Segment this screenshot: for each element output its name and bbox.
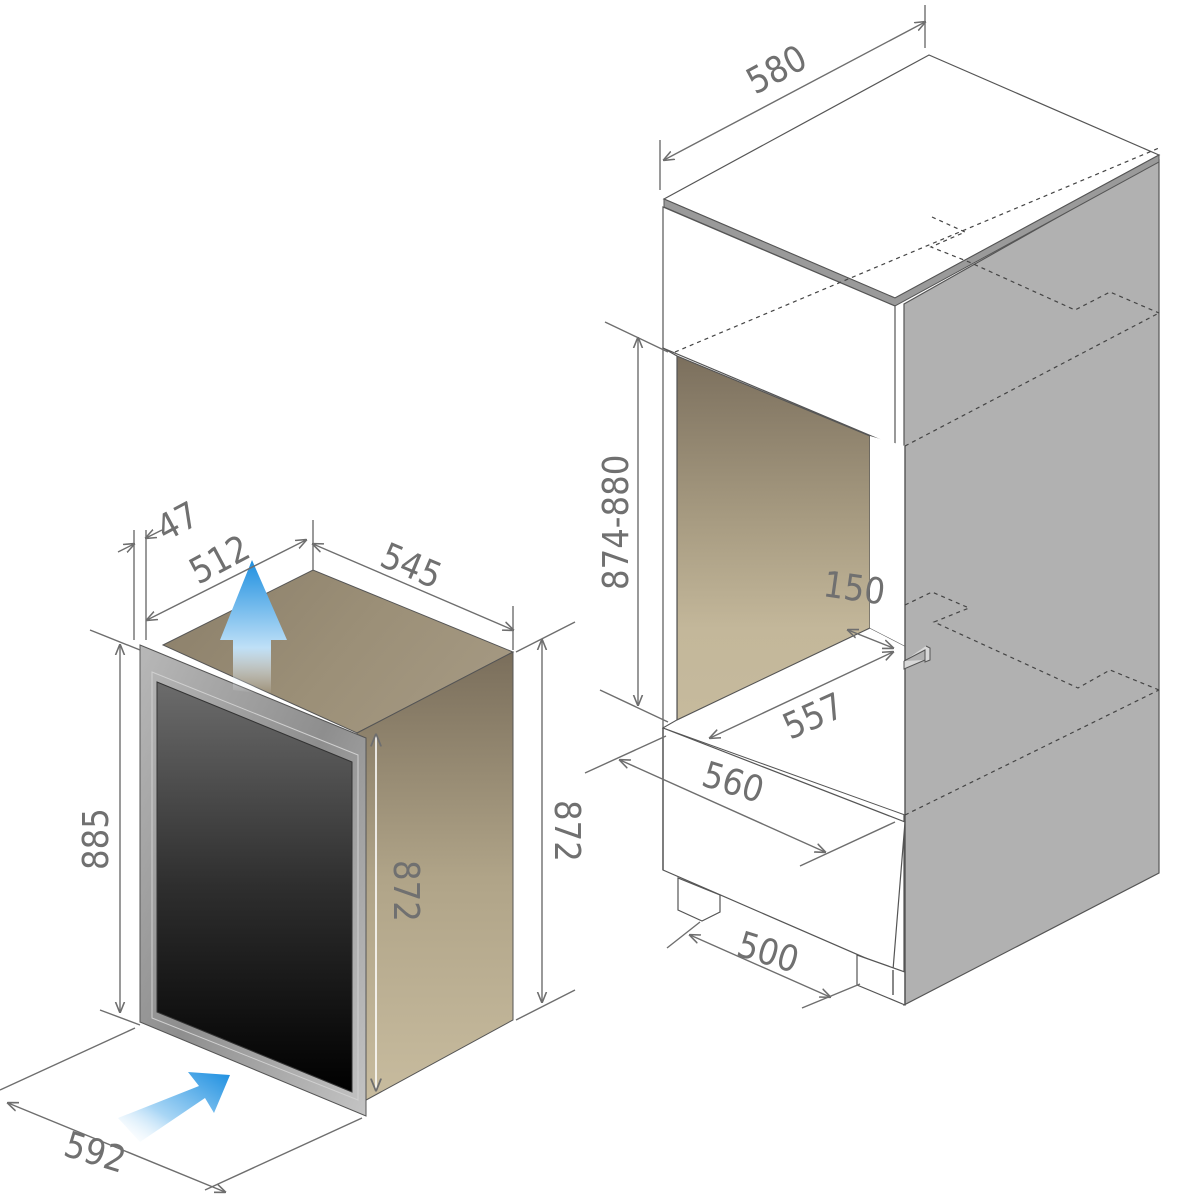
- dim-592-line: [8, 1103, 225, 1192]
- dim-592-label: 592: [59, 1124, 130, 1181]
- dim-557-line: [710, 652, 893, 738]
- dim-580-line: [664, 22, 925, 160]
- dim-885-label: 885: [76, 808, 117, 870]
- dim-872-side-ext-bottom: [515, 989, 576, 1021]
- dim-560-ext-right: [799, 821, 896, 867]
- arrow-up-right-icon: [118, 1072, 230, 1142]
- dim-150-label: 150: [821, 564, 888, 613]
- cabinet-right-wall-front: [870, 436, 905, 646]
- dim-872-side-label: 872: [546, 800, 587, 862]
- dim-545-label: 545: [374, 536, 447, 598]
- dim-47-label: 47: [150, 494, 206, 550]
- dim-560-line: [620, 760, 825, 852]
- dim-560-ext: [584, 735, 667, 774]
- cabinet-niche-left-wall: [662, 346, 678, 730]
- dim-872-inner-label: 872: [385, 860, 426, 922]
- dim-512-line: [147, 540, 306, 620]
- dim-885-ext-bottom: [99, 1009, 141, 1026]
- dim-885-ext-top: [89, 629, 141, 651]
- cabinet: [661, 54, 1161, 1006]
- hidden-edge-top: [674, 147, 1160, 353]
- dim-580-label: 580: [740, 38, 814, 103]
- dim-545-line: [313, 544, 513, 630]
- dim-500-ext-right: [801, 983, 861, 1009]
- cabinet-side-panel: [903, 158, 1160, 1006]
- fridge-door-bevel: [151, 671, 359, 1101]
- arrow-up-icon: [220, 560, 287, 695]
- dim-47-arrow-right: [146, 530, 163, 538]
- hidden-edge-lower: [904, 591, 1160, 816]
- fridge-door-glass: [156, 681, 353, 1093]
- dim-150-line: [848, 630, 893, 648]
- dim-500-label: 500: [732, 924, 803, 981]
- cabinet-foot-left: [677, 877, 721, 922]
- dim-niche-ext-bottom: [599, 689, 669, 723]
- vent-bracket-icon: [903, 645, 931, 670]
- dim-niche-ext-top: [604, 321, 669, 353]
- wine-fridge: [139, 569, 515, 1117]
- dim-500-line: [690, 935, 830, 997]
- dim-592-ext-left: [0, 1027, 136, 1091]
- dim-872-side-ext-top: [515, 621, 576, 653]
- dim-500-ext-left: [666, 921, 701, 949]
- dim-niche-height-label: 874-880: [596, 455, 637, 590]
- dim-592-ext-right: [204, 1117, 363, 1191]
- dim-47-arrow-left: [117, 544, 134, 552]
